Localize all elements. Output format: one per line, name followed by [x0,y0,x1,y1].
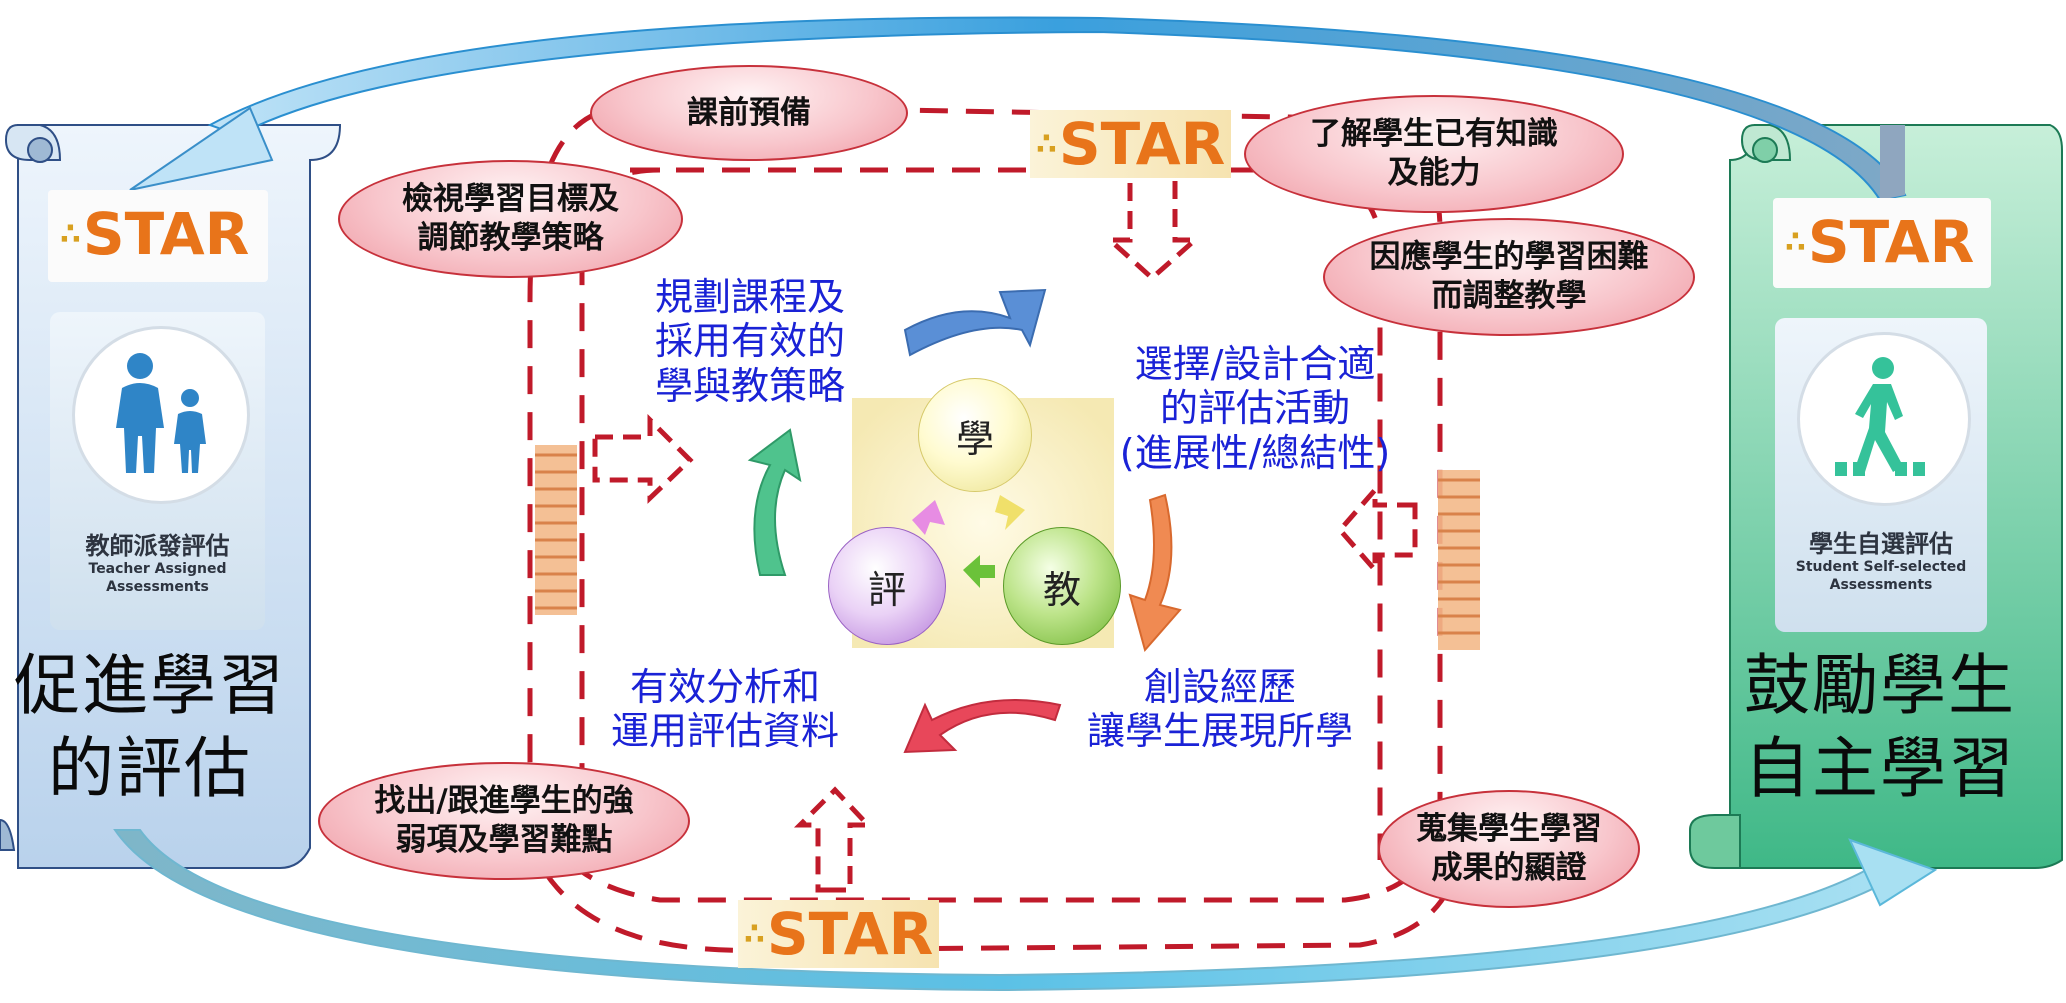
inner-arrow-pink [912,500,945,535]
cycle-arrow-blue [903,288,1047,357]
label-create: 創設經歷 讓學生展現所學 [1086,665,1353,754]
left-star-logo: STAR [82,200,250,268]
right-assessment-card: 學生自選評估 Student Self-selected Assessments [1775,318,1987,632]
right-star-logo: STAR [1807,208,1975,276]
ribbed-bars [535,445,1480,650]
ball-assess: 評 [828,527,946,645]
ball-learn: 學 [918,378,1032,492]
left-panel-title: 促進學習 的評估 [14,647,286,807]
cycle-arrow-green [747,428,802,576]
star-logo-top: ∴STAR [1030,110,1232,178]
ball-assess-label: 評 [867,567,906,612]
ball-teach-label: 教 [1042,567,1081,612]
top-swoosh-arrow [129,16,1907,202]
oval-collect-evidence: 蒐集學生學習 成果的顯證 [1378,790,1640,908]
bottom-swoosh-arrow [113,829,1938,992]
oval-lesson-prep: 課前預備 [590,65,908,161]
cycle-arrow-orange [1128,493,1182,653]
dashed-small-arrows [592,167,1418,893]
ball-learn-label: 學 [955,416,994,461]
right-panel-title: 鼓勵學生 自主學習 [1744,647,2016,807]
inner-arrow-green [963,555,995,588]
right-logo-card: ∴STAR [1773,198,1991,288]
oval-understand-prior: 了解學生已有知識 及能力 [1244,95,1624,213]
right-card-label-en: Student Self-selected Assessments [1795,559,1967,594]
walking-person-icon [1835,357,1925,476]
left-card-label-en: Teacher Assigned Assessments [88,561,227,596]
star-logo-bottom: ∴STAR [738,900,940,968]
label-select: 選擇/設計合適 的評估活動 (進展性/總結性) [1119,342,1391,475]
label-plan: 規劃課程及 採用有效的 學與教策略 [654,275,845,408]
oval-adjust-teaching: 因應學生的學習困難 而調整教學 [1323,218,1695,336]
left-logo-card: ∴STAR [48,190,268,282]
cycle-arrow-red [903,699,1062,754]
oval-identify-strengths: 找出/跟進學生的強 弱項及學習難點 [318,762,690,880]
oval-review-goals: 檢視學習目標及 調節教學策略 [338,160,683,278]
left-card-label-zh: 教師派發評估 [85,532,230,560]
right-card-label-zh: 學生自選評估 [1809,530,1953,558]
left-assessment-card: 教師派發評估 Teacher Assigned Assessments [50,312,265,630]
label-analyze: 有效分析和 運用評估資料 [610,665,839,754]
parent-child-icon [116,353,206,473]
ball-teach: 教 [1003,527,1121,645]
inner-arrow-yellow [995,495,1025,530]
